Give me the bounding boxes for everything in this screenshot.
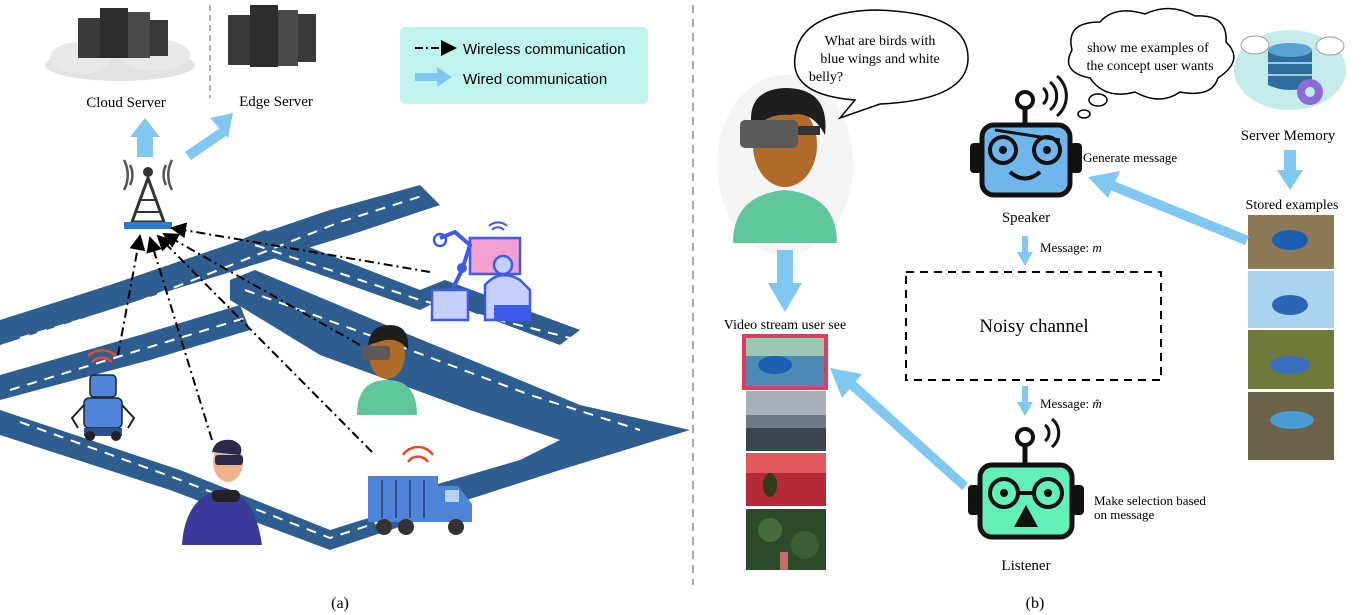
server-memory-label: Server Memory	[1241, 128, 1336, 144]
cloud-server-label: Cloud Server	[86, 95, 166, 111]
panel-b-caption: (b)	[1026, 595, 1045, 612]
user-speech-bubble	[793, 9, 969, 120]
antenna-tower-icon	[122, 159, 174, 229]
wired-arrow-to-cloud	[130, 118, 160, 157]
arrow-user-to-video	[768, 250, 802, 312]
listener-label: Listener	[1001, 558, 1050, 574]
road-network	[0, 185, 690, 550]
database-icon	[1234, 30, 1346, 110]
speaker-thought-line-2: the concept user wants	[1086, 59, 1213, 74]
video-frame-3	[746, 453, 826, 506]
selection-line-1: Make selection based	[1094, 493, 1206, 508]
gear-icon	[1297, 79, 1323, 105]
edge-server-label: Edge Server	[239, 94, 313, 110]
panel-a-caption: (a)	[331, 595, 349, 612]
selection-line-2: on message	[1094, 507, 1155, 522]
vr-user-icon	[357, 325, 417, 415]
message-bottom-label: Message: m̂	[1040, 396, 1102, 411]
wireless-links	[117, 222, 431, 453]
legend-box	[400, 27, 648, 104]
user-question-line-3: belly?	[809, 70, 843, 85]
generate-message-label: Generate message	[1083, 150, 1177, 165]
speaker-thought-cloud	[1067, 7, 1235, 119]
stored-example-3	[1248, 330, 1334, 389]
arrow-speaker-to-channel	[1017, 236, 1033, 266]
robot-arm-icon	[430, 221, 532, 322]
stored-example-2	[1248, 271, 1334, 328]
wireless-legend-label: Wireless communication	[463, 41, 626, 58]
user-question-line-1: What are birds with	[825, 34, 936, 49]
wired-legend-label: Wired communication	[463, 71, 607, 88]
arrow-listener-to-video	[830, 368, 968, 490]
message-top-label: Message: m	[1040, 240, 1102, 255]
stored-example-1	[1248, 215, 1334, 269]
user-vr-icon	[717, 75, 853, 255]
walking-robot-icon	[70, 349, 136, 441]
message-bottom-prefix: Message:	[1040, 396, 1092, 411]
arrow-examples-to-speaker	[1088, 171, 1249, 245]
video-frame-4	[746, 509, 826, 570]
noisy-channel-label: Noisy channel	[979, 316, 1088, 337]
gamer-icon	[182, 439, 262, 545]
arrow-channel-to-listener	[1017, 386, 1033, 416]
message-top-symbol: m	[1092, 240, 1101, 255]
noisy-channel-box	[905, 271, 1162, 381]
speaker-robot-icon	[970, 74, 1082, 198]
stored-example-4	[1248, 392, 1334, 460]
edge-server-icon	[228, 5, 316, 67]
video-frame-selected	[742, 334, 828, 390]
message-top-prefix: Message:	[1040, 240, 1092, 255]
cloud-server-icon	[45, 8, 195, 81]
wired-arrow-to-edge	[185, 113, 233, 160]
video-stream-label: Video stream user see	[724, 318, 846, 333]
speaker-thought-line-1: show me examples of	[1087, 41, 1209, 56]
wired-legend-arrow	[415, 67, 452, 87]
message-bottom-symbol: m̂	[1092, 396, 1101, 411]
arrow-memory-to-examples	[1277, 150, 1303, 190]
video-frame-2	[746, 391, 826, 451]
speaker-label: Speaker	[1002, 210, 1050, 226]
listener-robot-icon	[968, 417, 1084, 540]
stored-examples-label: Stored examples	[1246, 198, 1339, 213]
truck-icon	[368, 445, 472, 535]
user-question-line-2: blue wings and white	[820, 52, 939, 67]
